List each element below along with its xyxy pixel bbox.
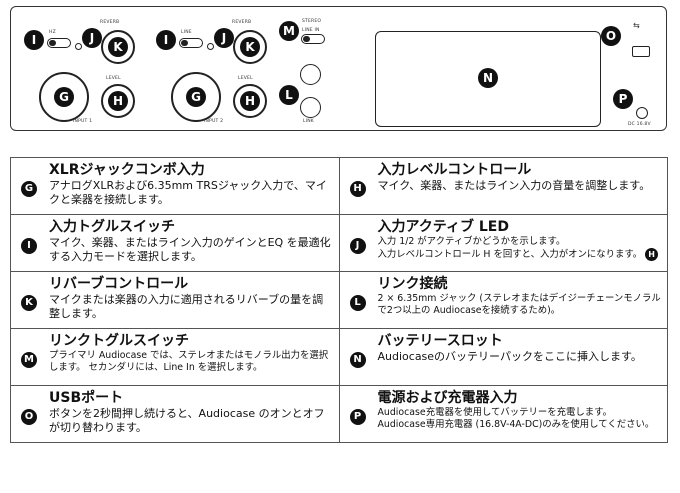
badge-i: I [21, 238, 37, 254]
badge-o: O [21, 409, 37, 425]
reverb-label-2: REVERB [232, 20, 252, 25]
badge-h: H [349, 181, 366, 197]
cell-body: マイク、楽器、またはライン入力のゲインとEQ を最適化する入力モードを選択します… [49, 236, 331, 263]
callout-dc: P [613, 89, 633, 109]
link-jack-1[interactable] [300, 64, 321, 85]
cell-body: アナログXLRおよび6.35mm TRSジャック入力で、マイクと楽器を接続します… [49, 179, 327, 206]
table-row: K リバーブコントロール マイクまたは楽器の入力に適用されるリバーブの量を調整し… [10, 271, 668, 329]
dc-label: DC 16.8V [628, 122, 651, 127]
cell-title: XLRジャックコンボ入力 [49, 162, 205, 178]
callout-level-1: H [108, 91, 128, 111]
callout-usb: O [601, 26, 621, 46]
description-cell: H 入力レベルコントロール マイク、楽器、またはライン入力の音量を調整します。 [338, 157, 668, 215]
usb-port[interactable] [632, 46, 650, 57]
stereo-label: STEREO [302, 19, 322, 24]
badge-m: M [21, 352, 37, 368]
cell-title: 入力アクティブ LED [377, 219, 509, 235]
usb-icon: ⇆ [633, 21, 640, 30]
line-in-label: LINE IN [302, 28, 320, 33]
cell-body-text: 入力レベルコントロール H を回すと、入力がオンになります。 [377, 249, 643, 260]
cell-body: Audiocaseのバッテリーパックをここに挿入します。 [377, 350, 642, 363]
input-led-1 [75, 43, 82, 50]
badge-n: N [349, 352, 366, 368]
description-cell: J 入力アクティブ LED 入力 1/2 がアクティブかどうかを示します。 入力… [338, 214, 668, 272]
cell-title: リバーブコントロール [49, 276, 189, 292]
xlr-combo-jack-2[interactable]: G [171, 72, 221, 122]
callout-xlr-1: G [54, 87, 74, 107]
callout-link-jacks: L [279, 85, 299, 105]
badge-l: L [349, 295, 366, 311]
table-row: M リンクトグルスイッチ プライマリ Audiocase では、ステレオまたはモ… [10, 328, 668, 386]
cell-title: USBポート [49, 390, 124, 406]
table-row: G XLRジャックコンボ入力 アナログXLRおよび6.35mm TRSジャック入… [10, 157, 668, 215]
cell-body: ボタンを2秒間押し続けると、Audiocase のオンとオフが切り替わります。 [49, 407, 325, 434]
cell-title: 入力レベルコントロール [377, 162, 532, 178]
callout-input-toggle-2: I [156, 30, 176, 50]
description-cell: G XLRジャックコンボ入力 アナログXLRおよび6.35mm TRSジャック入… [10, 157, 340, 215]
input-toggle-switch-2[interactable] [179, 38, 203, 48]
description-cell: O USBポート ボタンを2秒間押し続けると、Audiocase のオンとオフが… [10, 385, 340, 443]
input-toggle-switch-1[interactable] [47, 38, 71, 48]
device-panel: I HZ J REVERB K G LEVEL H INPUT 1 I LINE… [10, 6, 667, 131]
cell-title: バッテリースロット [377, 333, 503, 349]
cell-body: プライマリ Audiocase では、ステレオまたはモノラル出力を選択します。 … [49, 350, 329, 373]
callout-link-toggle: M [279, 21, 299, 41]
reverb-knob-2[interactable]: K [233, 30, 267, 64]
badge-g: G [21, 181, 37, 197]
cell-body: マイク、楽器、またはライン入力の音量を調整します。 [377, 179, 651, 192]
description-cell: N バッテリースロット Audiocaseのバッテリーパックをここに挿入します。 [338, 328, 668, 386]
cell-body-line2: 入力レベルコントロール H を回すと、入力がオンになります。 H [378, 248, 662, 261]
description-table: G XLRジャックコンボ入力 アナログXLRおよび6.35mm TRSジャック入… [10, 157, 668, 443]
badge-k: K [21, 295, 37, 311]
inline-badge-h: H [645, 248, 659, 261]
badge-p: P [349, 409, 366, 425]
link-label: LINK [303, 119, 314, 124]
cell-body: マイクまたは楽器の入力に適用されるリバーブの量を調整します。 [49, 293, 324, 320]
toggle-label-1: HZ [49, 30, 56, 35]
callout-battery: N [478, 68, 498, 88]
link-toggle-switch[interactable] [301, 34, 325, 44]
battery-slot[interactable]: N [375, 31, 601, 127]
level-knob-1[interactable]: H [101, 84, 135, 118]
description-cell: I 入力トグルスイッチ マイク、楽器、またはライン入力のゲインとEQ を最適化す… [10, 214, 340, 272]
reverb-knob-1[interactable]: K [101, 30, 135, 64]
cell-title: リンクトグルスイッチ [49, 333, 189, 349]
table-row: O USBポート ボタンを2秒間押し続けると、Audiocase のオンとオフが… [10, 385, 668, 443]
toggle-label-2: LINE [181, 30, 192, 35]
description-cell: K リバーブコントロール マイクまたは楽器の入力に適用されるリバーブの量を調整し… [10, 271, 340, 329]
input-led-2 [207, 43, 214, 50]
cell-title: 電源および充電器入力 [377, 390, 518, 406]
badge-j: J [349, 238, 366, 254]
callout-led-1: J [82, 28, 102, 48]
link-jack-2[interactable] [300, 97, 321, 118]
callout-xlr-2: G [186, 87, 206, 107]
description-cell: M リンクトグルスイッチ プライマリ Audiocase では、ステレオまたはモ… [10, 328, 340, 386]
callout-level-2: H [240, 91, 260, 111]
cell-body-line1: 入力 1/2 がアクティブかどうかを示します。 [377, 236, 566, 247]
reverb-label-1: REVERB [100, 20, 120, 25]
input2-label: INPUT 2 [204, 119, 224, 124]
cell-title: 入力トグルスイッチ [49, 219, 175, 235]
cell-title: リンク接続 [377, 276, 448, 292]
callout-reverb-1: K [108, 37, 128, 57]
callout-input-toggle-1: I [24, 30, 44, 50]
level-knob-2[interactable]: H [233, 84, 267, 118]
callout-led-2: J [214, 28, 234, 48]
cell-body: 2 × 6.35mm ジャック (ステレオまたはデイジーチェーンモノラルで2つ以… [377, 293, 661, 316]
description-cell: P 電源および充電器入力 Audiocase充電器を使用してバッテリーを充電しま… [338, 385, 668, 443]
level-label-2: LEVEL [238, 76, 253, 81]
level-label-1: LEVEL [106, 76, 121, 81]
table-row: I 入力トグルスイッチ マイク、楽器、またはライン入力のゲインとEQ を最適化す… [10, 214, 668, 272]
callout-reverb-2: K [240, 37, 260, 57]
xlr-combo-jack-1[interactable]: G [39, 72, 89, 122]
dc-power-jack[interactable] [636, 107, 648, 119]
input1-label: INPUT 1 [73, 119, 93, 124]
description-cell: L リンク接続 2 × 6.35mm ジャック (ステレオまたはデイジーチェーン… [338, 271, 668, 329]
cell-body: Audiocase充電器を使用してバッテリーを充電します。 Audiocase専… [377, 407, 655, 430]
